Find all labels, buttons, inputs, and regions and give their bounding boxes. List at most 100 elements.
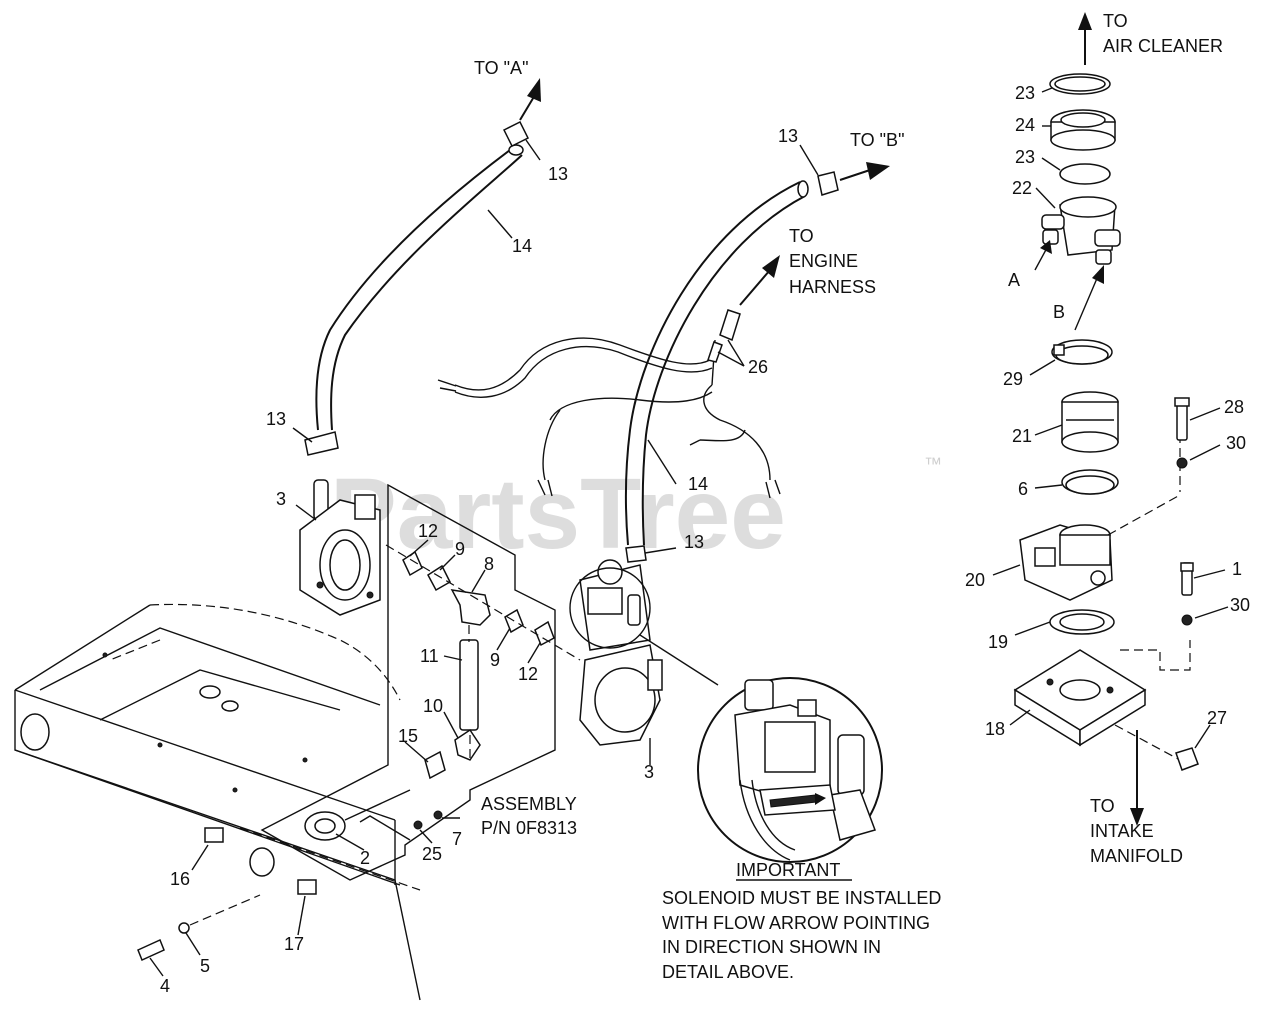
label-intake: INTAKE (1090, 821, 1154, 841)
part-number-labels: 1 2 3 3 4 5 6 7 8 9 9 10 11 12 12 13 13 … (160, 83, 1250, 996)
pipe-11 (459, 639, 479, 731)
fitting-15 (424, 750, 446, 780)
frame-hole-front (249, 847, 275, 877)
note-line-2: WITH FLOW ARROW POINTING (662, 913, 930, 933)
part-label: 14 (512, 236, 532, 256)
part-label: 13 (548, 164, 568, 184)
part-label: 12 (418, 521, 438, 541)
part-label: 24 (1015, 115, 1035, 135)
gasket-23-lower (1059, 163, 1111, 185)
callout-labels: TO "A" TO "B" TO AIR CLEANER TO ENGINE H… (474, 11, 1223, 866)
part-label: 1 (1232, 559, 1242, 579)
part-label: 17 (284, 934, 304, 954)
adapter-24 (1050, 109, 1116, 151)
tee-8 (450, 589, 491, 626)
part-label: 15 (398, 726, 418, 746)
label-assembly: ASSEMBLY (481, 794, 577, 814)
solenoid-detail-circle (697, 677, 883, 863)
nut-7 (433, 810, 443, 820)
part-label: 19 (988, 632, 1008, 652)
fitting-9-upper (427, 564, 451, 592)
part-label: 5 (200, 956, 210, 976)
frame-side (14, 690, 401, 886)
part-label: 23 (1015, 147, 1035, 167)
part-label: 30 (1226, 433, 1246, 453)
label-air-cleaner: AIR CLEANER (1103, 36, 1223, 56)
leader-lines (149, 87, 1229, 977)
washer-5 (178, 922, 190, 934)
label-manifold: MANIFOLD (1090, 846, 1183, 866)
hose-clamp-13-left (304, 431, 339, 456)
part-label: 21 (1012, 426, 1032, 446)
frame-bottom (14, 749, 421, 1001)
part-label: 8 (484, 554, 494, 574)
label-to-a: TO "A" (474, 58, 528, 78)
part-label: 26 (748, 357, 768, 377)
part-label: 2 (360, 848, 370, 868)
gasket-19 (1049, 609, 1115, 635)
label-to-intake: TO (1090, 796, 1115, 816)
watermark: PartsTree (330, 458, 786, 570)
label-port-b: B (1053, 302, 1065, 322)
wire-harness (437, 309, 781, 499)
part-label: 12 (518, 664, 538, 684)
arrow-to-a (519, 94, 536, 121)
mixer-3-left (299, 479, 381, 616)
note-line-4: DETAIL ABOVE. (662, 962, 794, 982)
hose-clamp-13-right (817, 171, 839, 196)
part-label: 25 (422, 844, 442, 864)
bolt-4 (137, 894, 261, 962)
label-harness: HARNESS (789, 277, 876, 297)
hose-14-left (315, 149, 511, 431)
label-assembly-pn: P/N 0F8313 (481, 818, 577, 838)
part-label: 27 (1207, 708, 1227, 728)
label-port-a: A (1008, 270, 1020, 290)
part-label: 20 (965, 570, 985, 590)
regulator-3-right (579, 559, 663, 746)
label-engine: ENGINE (789, 251, 858, 271)
part-label: 29 (1003, 369, 1023, 389)
part-label: 16 (170, 869, 190, 889)
part-label: 6 (1018, 479, 1028, 499)
throttle-body-20 (1019, 524, 1113, 601)
part-label: 9 (490, 650, 500, 670)
clamp-6 (1061, 469, 1119, 495)
decal-16 (204, 827, 224, 843)
part-label: 9 (455, 539, 465, 559)
fitting-12-lower (534, 620, 555, 647)
stud-1 (1180, 562, 1194, 596)
mixer-body-22 (1041, 196, 1121, 265)
frame-rear-edge (14, 604, 151, 691)
label-to-air-cleaner: TO (1103, 11, 1128, 31)
part-label: 13 (684, 532, 704, 552)
washer-25 (413, 820, 423, 830)
coupler-21 (1061, 391, 1119, 453)
part-label: 28 (1224, 397, 1244, 417)
part-label: 7 (452, 829, 462, 849)
note-line-3: IN DIRECTION SHOWN IN (662, 937, 881, 957)
part-label: 13 (778, 126, 798, 146)
note-title: IMPORTANT (736, 860, 840, 880)
part-label: 3 (276, 489, 286, 509)
label-to-engine: TO (789, 226, 814, 246)
spacer-plate-18 (1013, 649, 1147, 747)
frame-hole-left (20, 713, 50, 751)
part-label: 13 (266, 409, 286, 429)
generator-frame (14, 603, 421, 1001)
detail-circle-small (569, 567, 651, 649)
hose-clamp-13-top (502, 120, 530, 148)
part-label: 11 (420, 646, 439, 666)
label-to-b: TO "B" (850, 130, 904, 150)
frame-top-outline (149, 603, 401, 701)
part-label: 18 (985, 719, 1005, 739)
solenoid-valve-detail (734, 679, 876, 861)
part-label: 10 (423, 696, 443, 716)
trademark-symbol: ™ (924, 454, 942, 474)
bolt-28 (1174, 397, 1190, 441)
bulkhead-fitting-2 (304, 789, 411, 841)
clamp-29 (1051, 339, 1113, 365)
part-label: 3 (644, 762, 654, 782)
part-label: 23 (1015, 83, 1035, 103)
